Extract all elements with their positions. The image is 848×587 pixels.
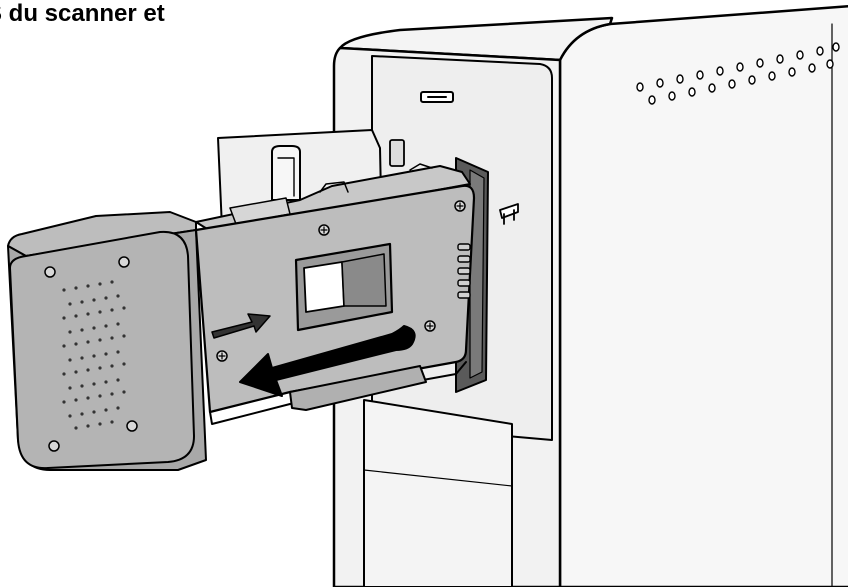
caption-heading: S du scanner et	[0, 0, 165, 27]
end-cap-screws	[44, 256, 138, 452]
scanner-side-panel	[558, 5, 848, 587]
vent-holes	[636, 42, 840, 105]
film-holder[interactable]	[7, 163, 476, 471]
holder-lower-lip	[289, 365, 427, 411]
scanner-top	[338, 16, 614, 62]
holder-end-cap	[9, 230, 195, 470]
scanner-lower-door	[363, 399, 513, 587]
film-holder-slot-icon	[499, 203, 519, 225]
film-window	[303, 261, 345, 313]
arrow-left-icon	[239, 325, 416, 397]
holder-handle-top	[7, 211, 197, 257]
holder-ribs	[457, 243, 471, 299]
arrow-right-icon	[211, 313, 271, 339]
grip-dots	[62, 280, 126, 430]
bezel-window	[389, 139, 405, 167]
eject-slot-icon	[420, 91, 454, 103]
plate-screws	[216, 200, 466, 362]
